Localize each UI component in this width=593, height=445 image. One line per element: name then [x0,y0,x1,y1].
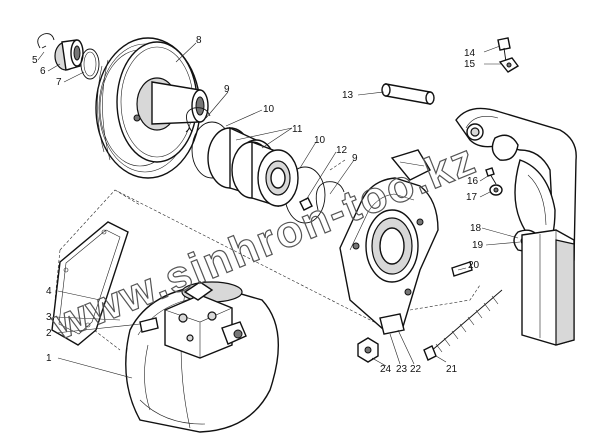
retaining-ring-lower [315,181,345,211]
callout-16: 16 [467,176,479,187]
key-pin [299,197,313,211]
callout-2: 2 [46,328,52,339]
callout-19: 19 [472,240,484,251]
flange-housing [339,149,439,335]
callout-1: 1 [46,353,52,364]
callout-20: 20 [468,260,480,271]
callout-21: 21 [446,364,458,375]
callout-15: 15 [464,59,476,70]
bearing-right [231,140,299,207]
snap-clip [37,33,55,49]
pulley [95,37,209,179]
wing-nut [498,57,520,73]
callout-3: 3 [46,312,52,323]
retaining-ring-upper [185,107,211,133]
shaft-pin [381,83,435,105]
callout-9-lower: 9 [352,153,358,164]
callout-13: 13 [342,90,354,101]
callout-11: 11 [292,124,303,135]
callout-22: 22 [410,364,422,375]
callout-6: 6 [40,66,46,77]
callout-9-upper: 9 [224,84,230,95]
callout-7: 7 [56,77,62,88]
hex-nut [357,337,379,363]
callout-24: 24 [380,364,392,375]
small-bolt [485,167,497,185]
callout-4: 4 [46,286,52,297]
callout-5: 5 [32,55,38,66]
callout-17: 17 [466,192,478,203]
callout-14: 14 [464,48,476,59]
bolt [497,37,511,63]
callout-10-lower: 10 [314,135,326,146]
gasket [51,221,129,346]
motor-terminal-block [139,281,247,359]
callout-12: 12 [336,145,348,156]
callout-23: 23 [396,364,408,375]
leader-lines [37,42,521,379]
callout-8: 8 [196,35,202,46]
bushing [54,39,84,71]
mounting-bracket [455,107,577,346]
o-ring [80,48,100,80]
callout-18: 18 [470,223,482,234]
assembly-outline-right [329,159,481,311]
washer [489,184,503,196]
threaded-rod [423,289,503,361]
callout-10-upper: 10 [263,104,275,115]
